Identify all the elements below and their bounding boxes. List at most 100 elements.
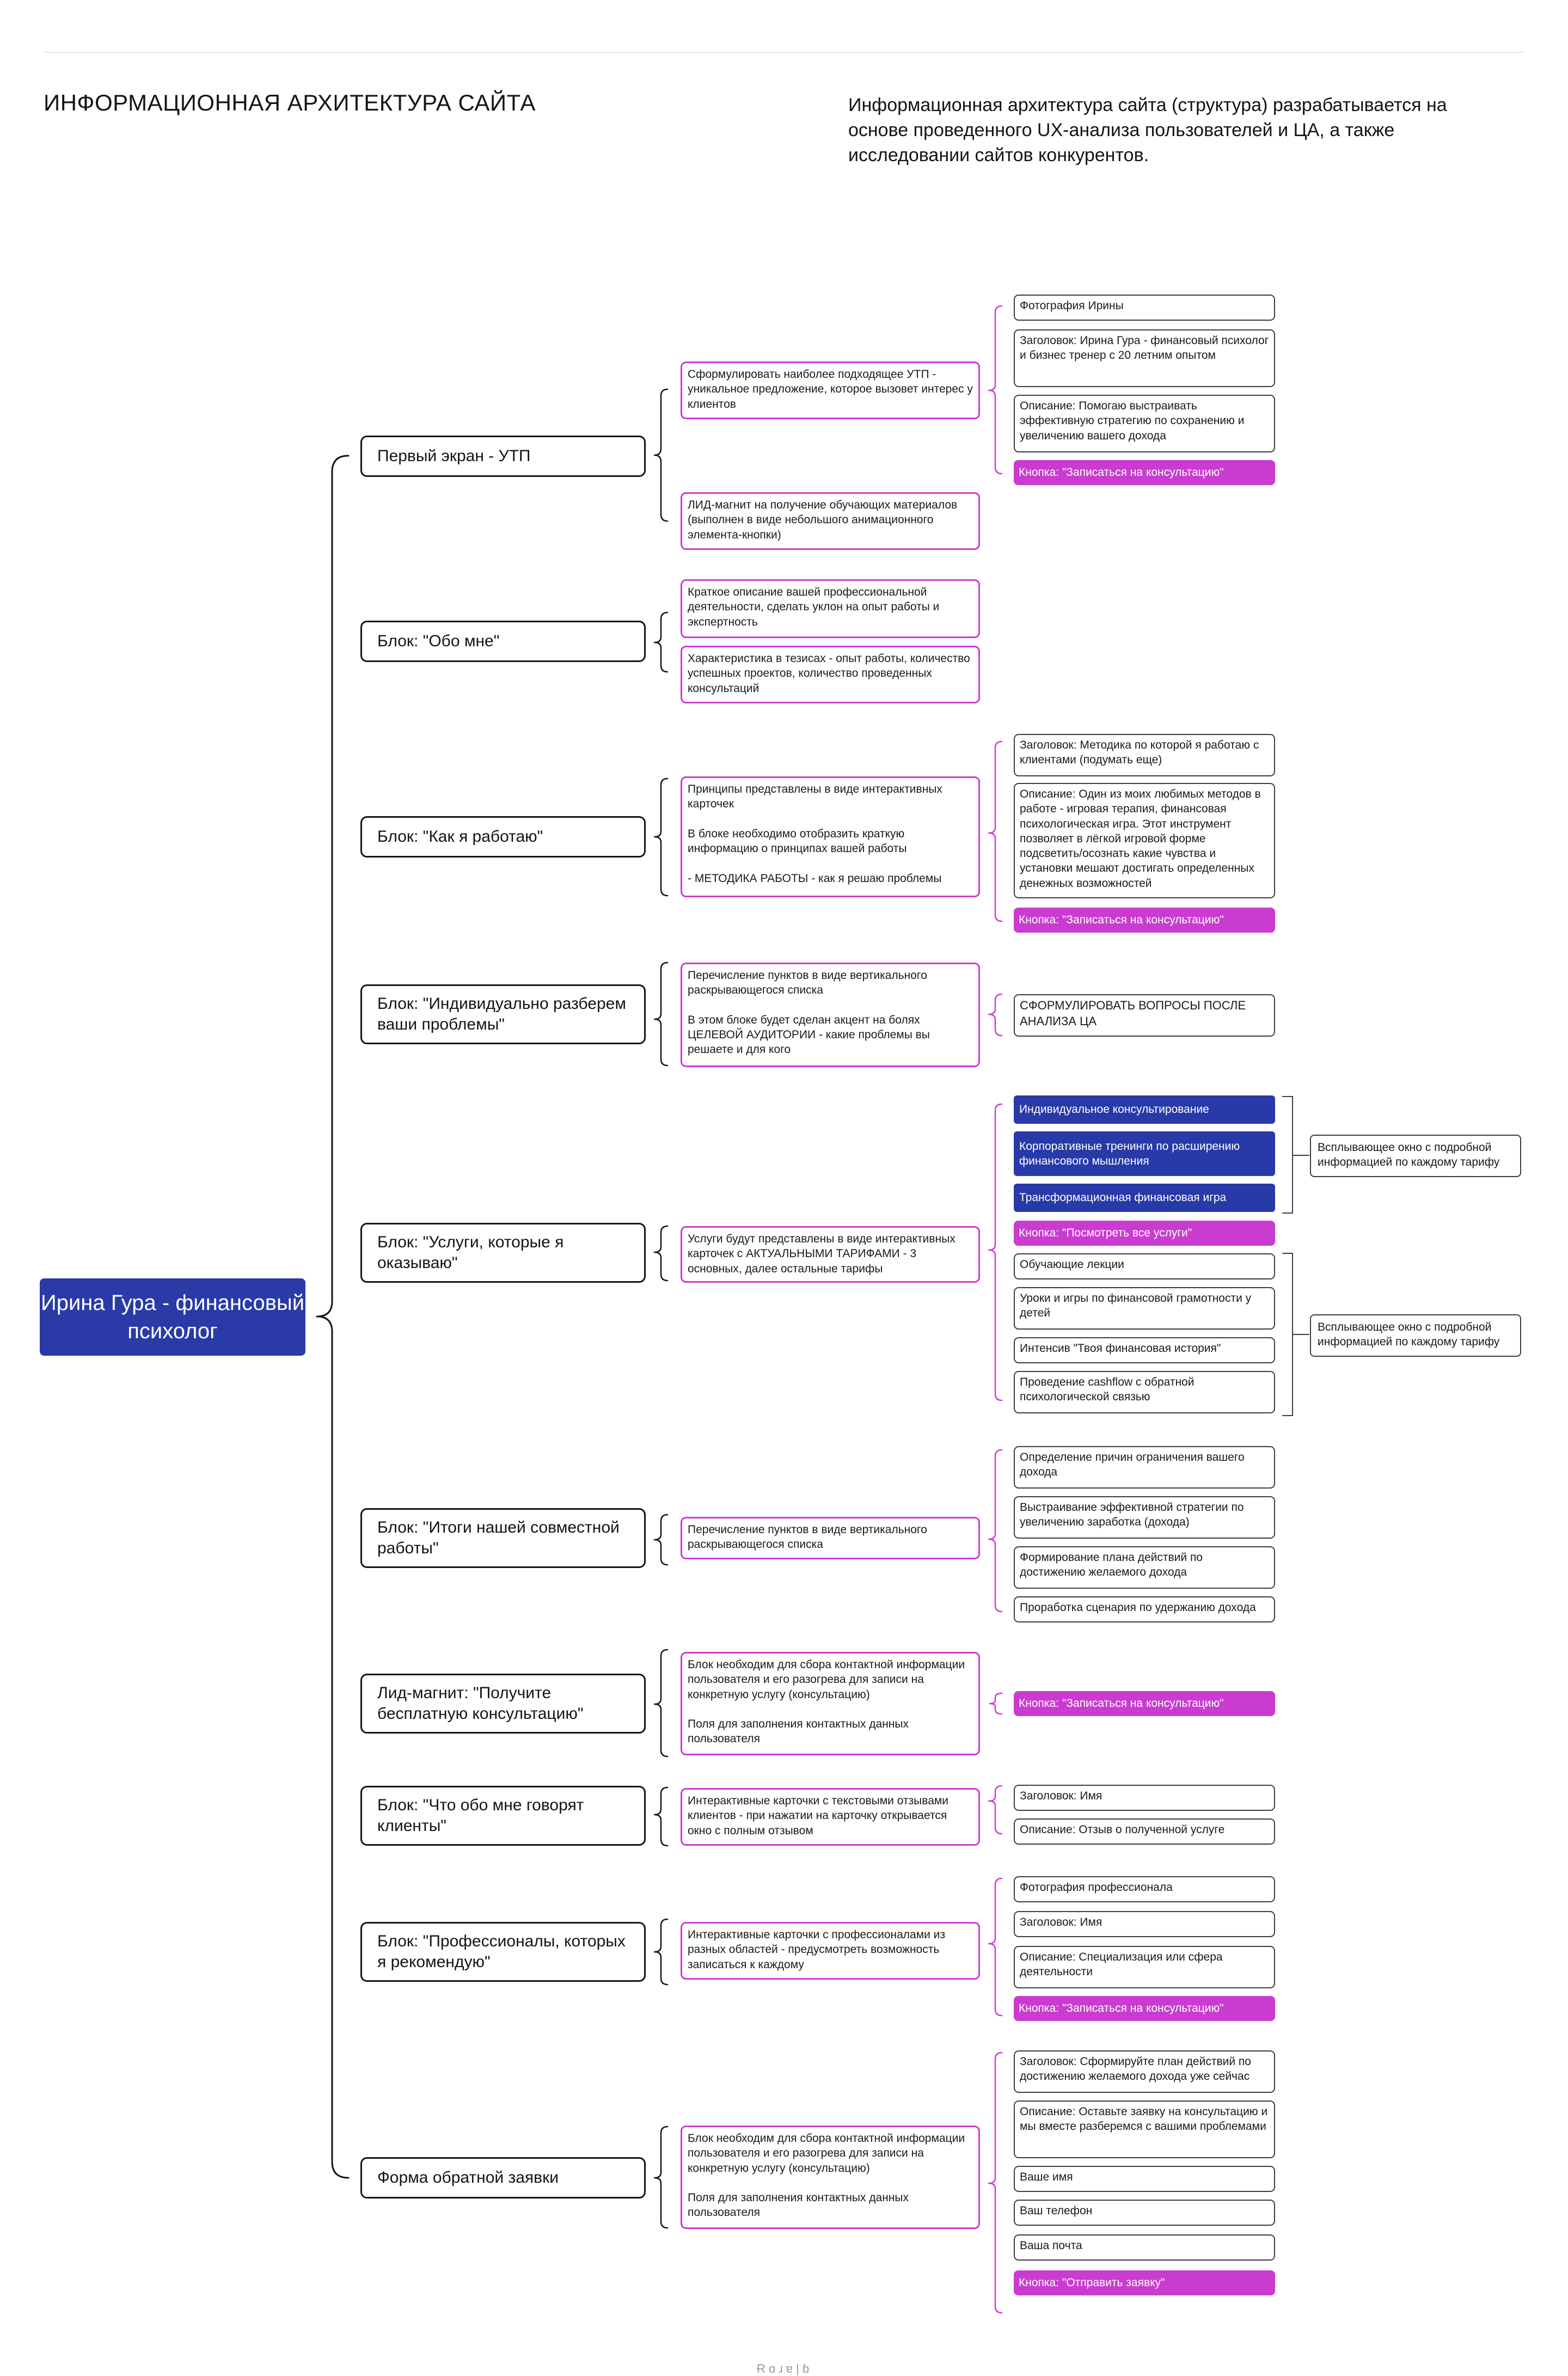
section-label: Блок: "Что обо мне говорят клиенты" (377, 1796, 584, 1835)
brace-n7 (989, 1692, 1003, 1715)
consultation-button[interactable]: Кнопка: "Записаться на консультацию" (1014, 1996, 1275, 2021)
professional-description: Описание: Специализация или сфера деятел… (1014, 1946, 1275, 1988)
section-how-i-work[interactable]: Блок: "Как я работаю" (360, 816, 646, 858)
bracket-tiers (1282, 1096, 1309, 1214)
note-paragraph: Поля для заполнения контактных данных по… (688, 2191, 909, 2219)
top-divider (44, 52, 1524, 53)
root-label: Ирина Гура - финансовый психолог (40, 1291, 305, 1343)
note-paragraph: Принципы представлены в виде интерактивн… (688, 783, 942, 811)
consultation-button[interactable]: Кнопка: "Записаться на консультацию" (1014, 460, 1275, 485)
note-paragraph: Блок необходим для сбора контактной инфо… (688, 1658, 965, 1701)
section-problems[interactable]: Блок: "Индивидуально разберем ваши пробл… (360, 984, 646, 1044)
brace-s1 (653, 388, 669, 522)
note-paragraph: В блоке необходимо отобразить краткую ин… (688, 827, 907, 855)
brace-s4 (653, 962, 669, 1067)
section-label: Форма обратной заявки (377, 2168, 559, 2187)
result-item: Формирование плана действий по достижени… (1014, 1546, 1275, 1589)
professional-photo: Фотография профессионала (1014, 1876, 1275, 1902)
section-label: Блок: "Профессионалы, которых я рекоменд… (377, 1932, 626, 1971)
tier-individual[interactable]: Индивидуальное консультирование (1014, 1095, 1275, 1124)
item-description: Описание: Помогаю выстраивать эффективну… (1014, 395, 1275, 452)
result-item: Определение причин ограничения вашего до… (1014, 1446, 1275, 1489)
section-label: Блок: "Как я работаю" (377, 827, 543, 846)
section-about-me[interactable]: Блок: "Обо мне" (360, 621, 646, 662)
section-results[interactable]: Блок: "Итоги нашей совместной работы" (360, 1508, 646, 1568)
bracket-others (1282, 1253, 1309, 1416)
service-intensive: Интенсив "Твоя финансовая история" (1014, 1337, 1275, 1363)
testimonial-name: Заголовок: Имя (1014, 1785, 1275, 1811)
section-lead-magnet[interactable]: Лид-магнит: "Получите бесплатную консуль… (360, 1674, 646, 1734)
item-heading: Заголовок: Ирина Гура - финансовый психо… (1014, 329, 1275, 387)
note-testimonials: Интерактивные карточки с текстовыми отзы… (681, 1788, 980, 1846)
intro-text: Информационная архитектура сайта (структ… (848, 95, 1447, 166)
result-item: Выстраивание эффективной стратегии по ув… (1014, 1496, 1275, 1539)
note-about-theses: Характеристика в тезисах - опыт работы, … (681, 646, 980, 703)
brace-n10 (988, 2052, 1003, 2314)
all-services-button[interactable]: Кнопка: "Посмотреть все услуги" (1014, 1221, 1275, 1246)
brace-n4 (988, 993, 1003, 1037)
note-about-description: Краткое описание вашей профессиональной … (681, 579, 980, 638)
section-testimonials[interactable]: Блок: "Что обо мне говорят клиенты" (360, 1786, 646, 1846)
note-problems: Перечисление пунктов в виде вертикальног… (681, 963, 980, 1067)
testimonial-description: Описание: Отзыв о полученной услуге (1014, 1818, 1275, 1845)
footer-text: Ɍ ɑ ɹ ɐ | ɓ (757, 2362, 810, 2375)
brace-s8 (653, 1786, 669, 1847)
brace-s7 (653, 1649, 669, 1757)
note-lead-form: Блок необходим для сбора контактной инфо… (681, 1652, 980, 1755)
service-cashflow: Проведение cashflow с обратной психологи… (1014, 1371, 1275, 1413)
popup-others: Всплывающее окно с подробной информацией… (1310, 1314, 1521, 1357)
brace-n6 (988, 1449, 1003, 1613)
note-results: Перечисление пунктов в виде вертикальног… (681, 1517, 980, 1559)
item-audience-questions: СФОРМУЛИРОВАТЬ ВОПРОСЫ ПОСЛЕ АНАЛИЗА ЦА (1014, 994, 1275, 1037)
section-label: Блок: "Услуги, которые я оказываю" (377, 1233, 564, 1272)
note-services: Услуги будут представлены в виде интерак… (681, 1226, 980, 1283)
brace-s2 (653, 611, 669, 673)
form-description: Описание: Оставьте заявку на консультаци… (1014, 2101, 1275, 2158)
section-request-form[interactable]: Форма обратной заявки (360, 2157, 646, 2199)
brace-s5 (653, 1225, 669, 1282)
note-lead-magnet: ЛИД-магнит на получение обучающих матери… (681, 492, 980, 550)
section-label: Блок: "Итоги нашей совместной работы" (377, 1518, 620, 1557)
section-services[interactable]: Блок: "Услуги, которые я оказываю" (360, 1223, 646, 1283)
consultation-button[interactable]: Кнопка: "Записаться на консультацию" (1014, 1691, 1275, 1716)
root-node[interactable]: Ирина Гура - финансовый психолог (40, 1278, 305, 1356)
note-principles: Принципы представлены в виде интерактивн… (681, 776, 980, 897)
root-brace (316, 455, 350, 2179)
section-label: Блок: "Индивидуально разберем ваши пробл… (377, 994, 626, 1033)
brace-s3 (653, 777, 669, 897)
brace-n5 (988, 1103, 1003, 1401)
note-paragraph: - МЕТОДИКА РАБОТЫ - как я решаю проблемы (688, 872, 942, 885)
note-paragraph: Блок необходим для сбора контактной инфо… (688, 2132, 965, 2175)
consultation-button[interactable]: Кнопка: "Записаться на консультацию" (1014, 908, 1275, 933)
note-paragraph: В этом блоке будет сделан акцент на боля… (688, 1013, 930, 1056)
section-label: Первый экран - УТП (377, 446, 531, 465)
brace-n3 (988, 740, 1003, 922)
form-heading: Заголовок: Сформируйте план действий по … (1014, 2050, 1275, 2093)
item-photo: Фотография Ирины (1014, 295, 1275, 321)
section-professionals[interactable]: Блок: "Профессионалы, которых я рекоменд… (360, 1922, 646, 1982)
result-item: Проработка сценария по удержанию дохода (1014, 1596, 1275, 1622)
brace-s9 (653, 1918, 669, 1986)
section-first-screen[interactable]: Первый экран - УТП (360, 436, 646, 477)
brace-n1 (988, 305, 1003, 475)
professional-name: Заголовок: Имя (1014, 1911, 1275, 1937)
tier-corporate[interactable]: Корпоративные тренинги по расширению фин… (1014, 1131, 1275, 1176)
item-method-description: Описание: Один из моих любимых методов в… (1014, 783, 1275, 898)
form-email-field[interactable]: Ваша почта (1014, 2234, 1275, 2261)
form-name-field[interactable]: Ваше имя (1014, 2166, 1275, 2192)
popup-tiers: Всплывающее окно с подробной информацией… (1310, 1135, 1521, 1177)
brace-n8 (988, 1785, 1003, 1835)
note-utp: Сформулировать наиболее подходящее УТП -… (681, 362, 980, 419)
service-lectures: Обучающие лекции (1014, 1253, 1275, 1279)
note-paragraph: Поля для заполнения контактных данных по… (688, 1718, 909, 1746)
note-professionals: Интерактивные карточки с профессионалами… (681, 1922, 980, 1980)
tier-game[interactable]: Трансформационная финансовая игра (1014, 1184, 1275, 1212)
service-kids-lessons: Уроки и игры по финансовой грамотности у… (1014, 1287, 1275, 1330)
item-method-heading: Заголовок: Методика по которой я работаю… (1014, 734, 1275, 776)
note-request-form: Блок необходим для сбора контактной инфо… (681, 2126, 980, 2229)
form-phone-field[interactable]: Ваш телефон (1014, 2200, 1275, 2226)
brace-s10 (653, 2126, 669, 2229)
page-title: ИНФОРМАЦИОННАЯ АРХИТЕКТУРА САЙТА (44, 90, 536, 115)
submit-request-button[interactable]: Кнопка: "Отправить заявку" (1014, 2270, 1275, 2295)
